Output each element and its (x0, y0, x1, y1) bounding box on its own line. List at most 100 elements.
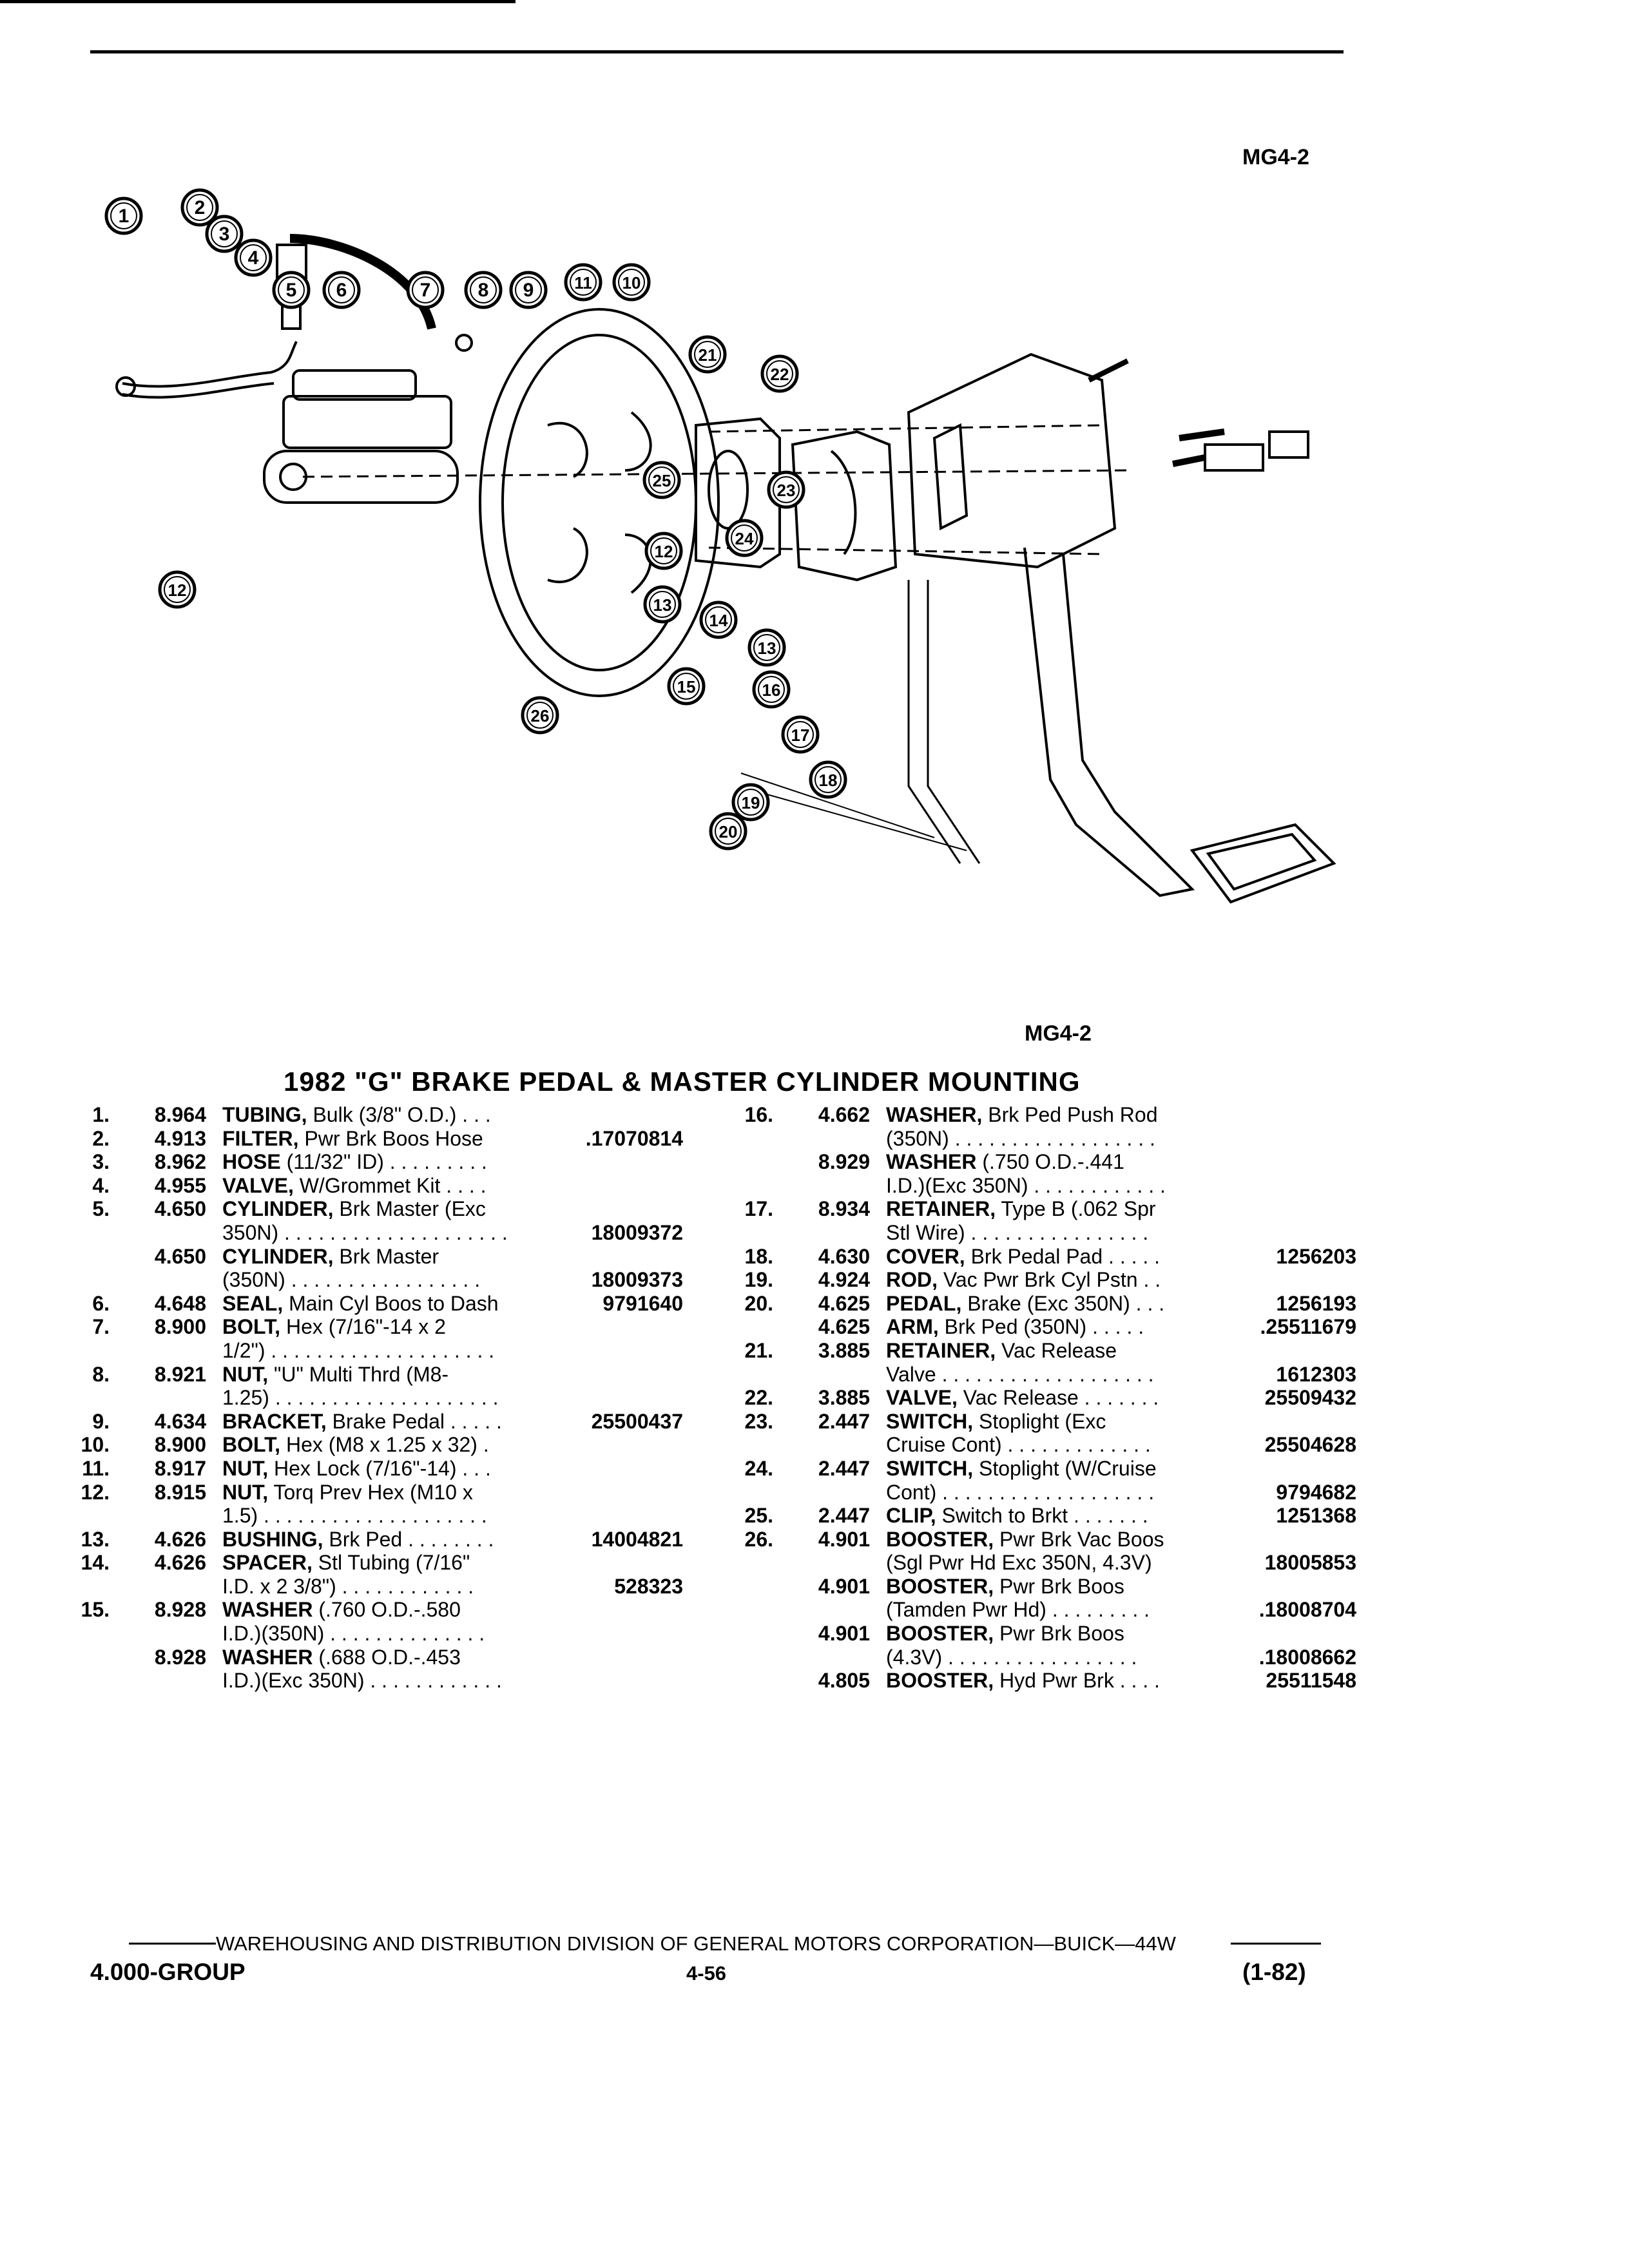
callout-25: 25 (642, 461, 681, 499)
part-description: ARM, Brk Ped (350N) . . . . . (886, 1315, 1144, 1339)
part-number: 1251368 (1276, 1504, 1356, 1528)
callout-label: 10 (622, 273, 641, 293)
part-name: BOOSTER, (886, 1527, 994, 1551)
part-detail: Brk Master (339, 1244, 439, 1268)
part-description: BOOSTER, Pwr Brk Vac Boos (886, 1528, 1164, 1552)
item-number: 26. (744, 1527, 773, 1551)
part-description: (Sgl Pwr Hd Exc 350N, 4.3V) (886, 1551, 1152, 1575)
callout-inner-ring (570, 269, 597, 296)
part-detail: Pwr Brk Boos (999, 1622, 1124, 1646)
part-detail: Brake (Exc 350N) . . . (967, 1291, 1165, 1315)
part-description: I.D. x 2 3/8") . . . . . . . . . . . . (222, 1575, 474, 1599)
group-code: 4.625 (818, 1315, 870, 1339)
group-code: 8.928 (154, 1598, 206, 1622)
callout-inner-ring (705, 606, 732, 633)
callout-14: 14 (699, 601, 738, 639)
callout-label: 4 (248, 247, 259, 269)
item-number: 17. (744, 1197, 773, 1221)
part-description: CLIP, Switch to Brkt . . . . . . . (886, 1504, 1148, 1528)
callout-21: 21 (688, 335, 727, 374)
part-detail: Stl Tubing (7/16" (318, 1551, 470, 1575)
part-description: WASHER, Brk Ped Push Rod (886, 1103, 1157, 1127)
callout-label: 13 (653, 595, 672, 615)
part-name: FILTER, (222, 1126, 299, 1150)
group-code: 4.901 (818, 1527, 870, 1551)
part-description: Cont) . . . . . . . . . . . . . . . . . … (886, 1481, 1154, 1504)
callout-label: 13 (758, 639, 776, 658)
part-detail: 1.25) . . . . . . . . . . . . . . . . . … (222, 1386, 499, 1410)
part-name: TUBING, (222, 1103, 307, 1126)
part-description: I.D.)(350N) . . . . . . . . . . . . . . (222, 1622, 485, 1646)
part-detail: Vac Pwr Brk Cyl Pstn . . (943, 1268, 1161, 1292)
part-name: BOLT, (222, 1315, 281, 1339)
part-name: WASHER, (886, 1103, 983, 1126)
part-description: VALVE, W/Grommet Kit . . . . (222, 1174, 487, 1198)
callout-20: 20 (709, 812, 747, 850)
group-code: 4.901 (818, 1622, 870, 1646)
callout-label: 23 (777, 481, 796, 500)
group-code: 4.662 (818, 1103, 870, 1126)
group-code: 3.885 (818, 1386, 870, 1410)
callout-label: 2 (195, 197, 206, 218)
callout-inner-ring (648, 466, 675, 494)
part-name: SWITCH, (886, 1456, 974, 1480)
part-description: NUT, Torq Prev Hex (M10 x (222, 1481, 473, 1504)
callout-inner-ring (673, 673, 700, 700)
part-detail: Stoplight (W/Cruise (978, 1456, 1157, 1480)
callout-inner-ring (328, 276, 355, 303)
group-code: 2.447 (818, 1409, 870, 1433)
part-description: CYLINDER, Brk Master (222, 1245, 439, 1269)
part-description: (350N) . . . . . . . . . . . . . . . . .… (886, 1127, 1155, 1151)
item-number: 2. (92, 1126, 110, 1150)
part-name: CLIP, (886, 1504, 936, 1528)
part-name: SEAL, (222, 1291, 284, 1315)
part-detail: I.D.)(Exc 350N) . . . . . . . . . . . . (886, 1173, 1166, 1197)
callout-label: 3 (219, 224, 230, 245)
item-number: 21. (744, 1338, 773, 1362)
part-description: SPACER, Stl Tubing (7/16" (222, 1551, 470, 1575)
parts-row: Cruise Cont) . . . . . . . . . . . . .25… (728, 1433, 1356, 1457)
group-code: 4.626 (154, 1527, 206, 1551)
callout-label: 25 (653, 471, 671, 490)
callout-inner-ring (186, 194, 213, 221)
footer-rule-left (129, 1943, 216, 1945)
header-rule (90, 50, 1344, 53)
group-code: 8.915 (154, 1480, 206, 1504)
part-description: BOOSTER, Pwr Brk Boos (886, 1575, 1124, 1599)
part-detail: Cruise Cont) . . . . . . . . . . . . . (886, 1433, 1151, 1457)
part-description: FILTER, Pwr Brk Boos Hose (222, 1127, 483, 1151)
part-number: 25500437 (591, 1409, 683, 1433)
callout-label: 24 (735, 529, 754, 548)
footer-date: (1-82) (1242, 1959, 1306, 1985)
callout-label: 5 (286, 280, 297, 301)
item-number: 7. (92, 1315, 110, 1339)
group-code: 8.921 (154, 1362, 206, 1386)
part-description: 350N) . . . . . . . . . . . . . . . . . … (222, 1221, 508, 1245)
group-code: 8.928 (154, 1645, 206, 1669)
item-number: 11. (82, 1456, 110, 1480)
callout-label: 12 (168, 581, 187, 600)
callout-8: 8 (464, 271, 503, 309)
callout-label: 12 (655, 542, 673, 561)
part-number: .18008704 (1258, 1598, 1356, 1622)
group-code: 4.634 (154, 1409, 206, 1433)
callout-label: 1 (119, 206, 130, 227)
part-description: Valve . . . . . . . . . . . . . . . . . … (886, 1363, 1154, 1387)
footer-page-number: 4-56 (686, 1962, 727, 1984)
callout-label: 8 (478, 280, 489, 301)
part-detail: Switch to Brkt . . . . . . . (941, 1504, 1148, 1528)
callout-inner-ring (731, 524, 758, 552)
part-name: BUSHING, (222, 1527, 323, 1551)
part-name: NUT, (222, 1456, 269, 1480)
